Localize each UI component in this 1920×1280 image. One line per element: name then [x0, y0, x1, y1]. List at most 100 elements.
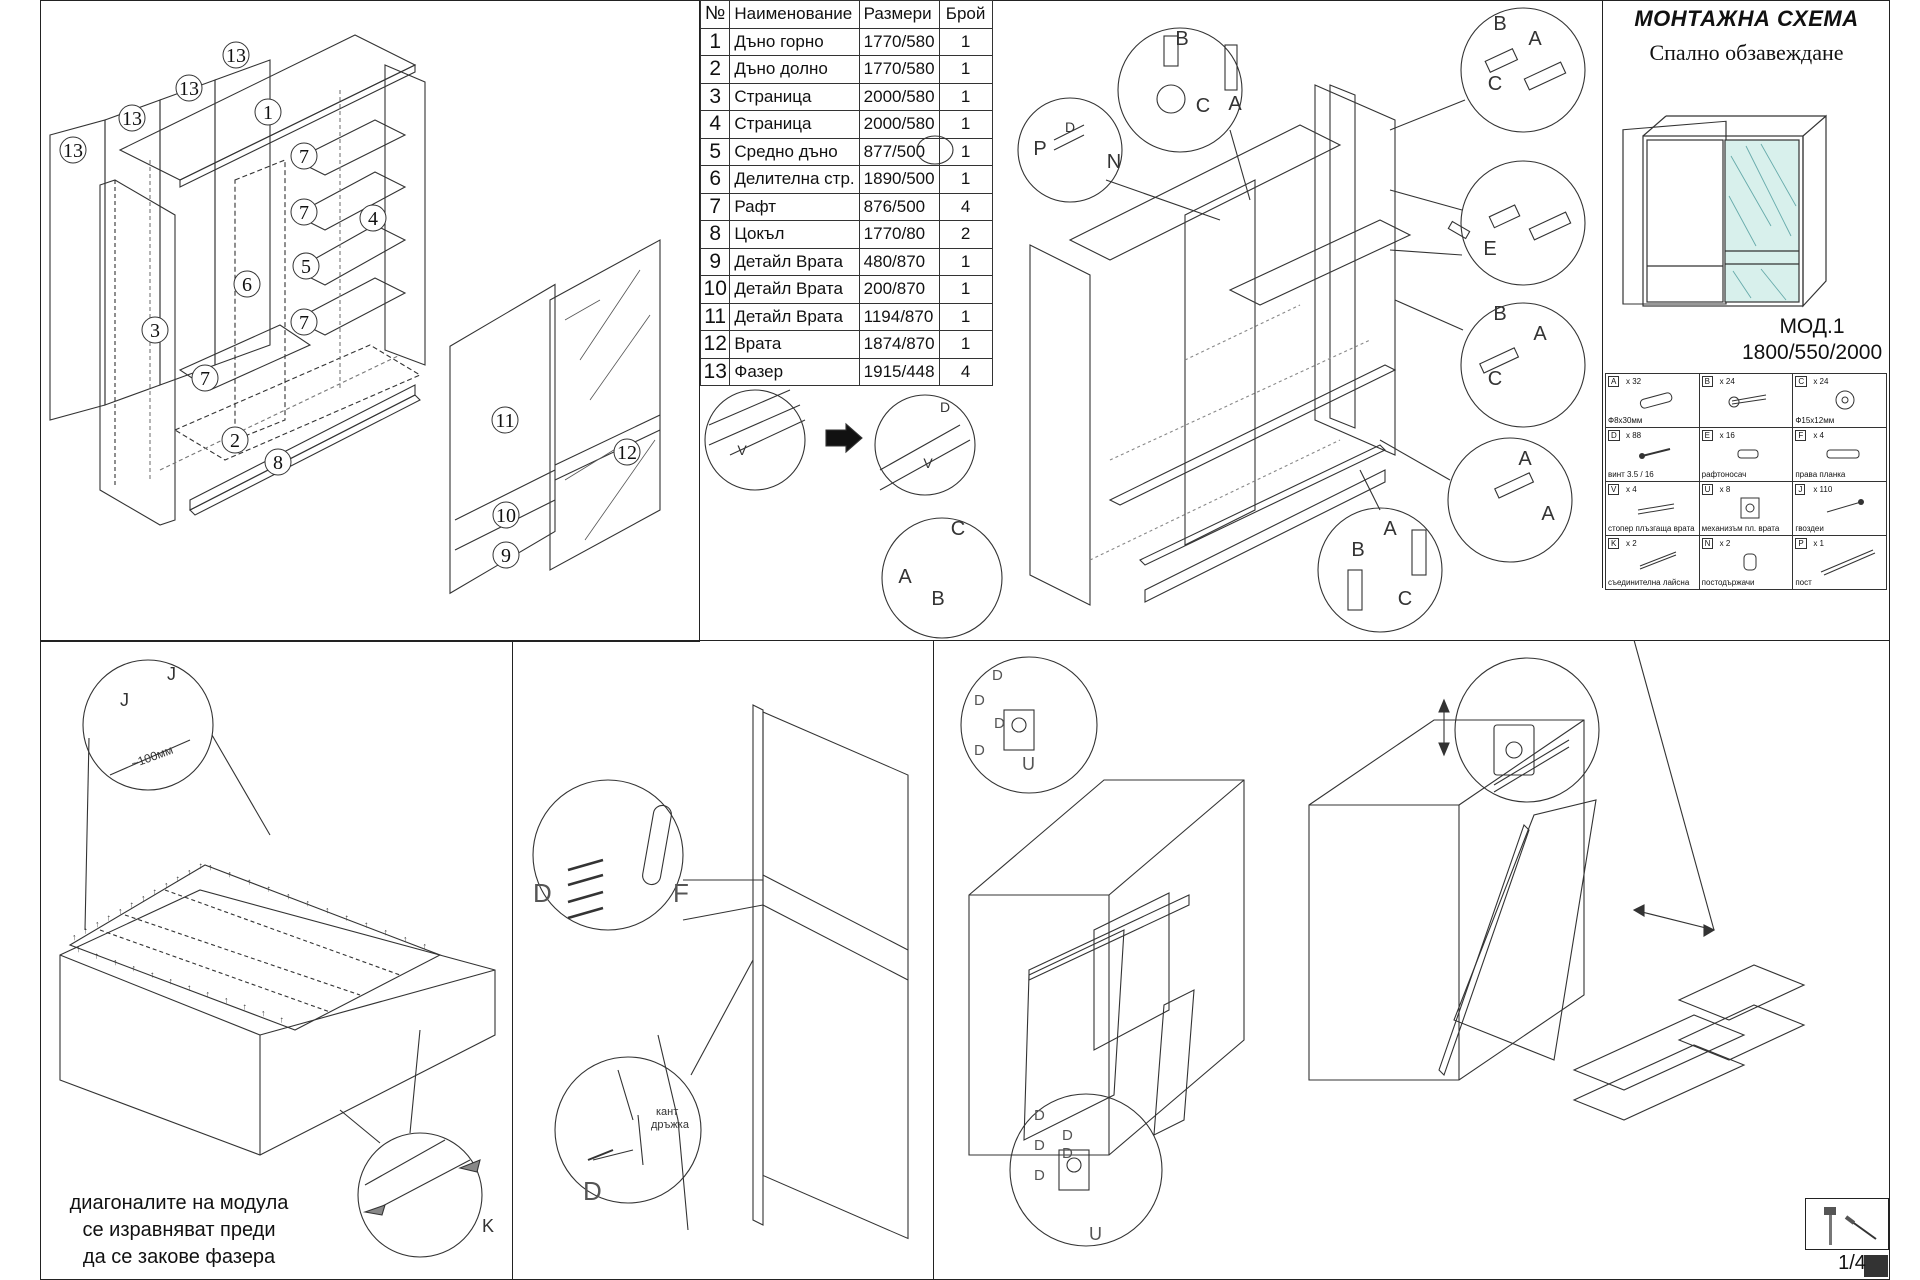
letter-j-left: J: [120, 690, 129, 710]
nail-mark: ↑: [113, 957, 118, 967]
letter-j-right: J: [167, 664, 176, 684]
label-1: 1: [254, 98, 282, 126]
svg-text:·: ·: [48, 640, 51, 643]
svg-text:9: 9: [501, 545, 511, 567]
svg-text:7: 7: [299, 202, 309, 224]
nail-mark: ↑: [280, 1014, 285, 1024]
letter-c-bl: C: [951, 518, 965, 540]
nail-mark: ↑: [176, 874, 181, 884]
letter-b-top: B: [1175, 28, 1188, 50]
exploded-carcass-view: 13 13 13 13 1 7 4 7 5 6 7 3 7 2 8 11 10 …: [49, 34, 661, 595]
letter-e: E: [1483, 238, 1496, 260]
nail-mark: ↑: [72, 932, 77, 942]
label-13d: 13: [222, 41, 250, 69]
svg-text:1: 1: [263, 102, 273, 124]
nail-mark: ↑: [306, 898, 311, 908]
diagonal-instruction: диагоналите на модула се изравняват пред…: [69, 1192, 289, 1268]
nail-mark: ↑: [164, 880, 169, 890]
label-8: 8: [264, 448, 292, 476]
label-3: 3: [141, 316, 169, 344]
letter-c-r4: C: [1398, 588, 1412, 610]
letter-d-b2: D: [1062, 1127, 1073, 1144]
nail-mark: ↑: [345, 912, 350, 922]
nail-mark: ↑: [76, 944, 81, 954]
post-holder-icon: [1743, 553, 1757, 571]
letter-a-r3b: A: [1541, 503, 1555, 525]
screw-icon: [1639, 448, 1671, 459]
label-13a: 13: [59, 136, 87, 164]
nail-mark: ↑: [267, 884, 272, 894]
parts-table-header: № Наименование Размери Брой: [699, 0, 993, 29]
letter-b-r4: B: [1351, 539, 1364, 561]
nail-mark: ↑: [228, 869, 233, 879]
svg-text:2: 2: [230, 430, 240, 452]
cam-lock-icon: [1835, 390, 1855, 410]
letter-d-rail: D: [940, 399, 950, 415]
nail-mark: ↑: [95, 950, 100, 960]
exploded-view-panel: [40, 0, 700, 642]
letter-c-top: C: [1196, 95, 1210, 117]
nail-mark: ↑: [364, 920, 369, 930]
nail-icon: [1827, 499, 1865, 513]
nail-mark: ↑: [150, 970, 155, 980]
svg-text:3: 3: [150, 320, 160, 342]
door-stopper-icon: [1637, 503, 1675, 515]
svg-text:7: 7: [299, 146, 309, 168]
nail-mark: ↑: [118, 906, 123, 916]
label-12: 12: [613, 438, 641, 466]
svg-text:13: 13: [122, 108, 142, 130]
letter-c-r2: C: [1488, 368, 1502, 390]
nail-mark: ↑: [243, 1002, 248, 1012]
post-rod-icon: [1821, 549, 1876, 576]
svg-text:5: 5: [301, 256, 311, 278]
label-7-lower: 7: [191, 364, 219, 392]
model-info: МОД.1 1800/550/2000: [1742, 314, 1882, 366]
nail-mark: ↑: [403, 934, 408, 944]
nail-spacing-label: ~100мм: [129, 743, 175, 771]
cam-bolt-icon: [1728, 394, 1766, 408]
letter-a-r3: A: [1518, 448, 1532, 470]
label-7-third: 7: [290, 308, 318, 336]
header-qty: Брой: [938, 0, 993, 29]
svg-text:13: 13: [179, 78, 199, 100]
nail-mark: ↑: [384, 927, 389, 937]
back-panel-nailing-drawing: · J J ~100мм K ↑↑↑↑↑↑↑↑↑↑↑↑↑↑↑↑↑↑↑↑↑↑↑↑↑…: [48, 640, 496, 1258]
svg-text:7: 7: [299, 312, 309, 334]
nail-mark: ↑: [187, 867, 192, 877]
letter-u-bottom: U: [1089, 1224, 1102, 1244]
roller-mechanism-icon: [1740, 497, 1760, 519]
nail-mark: ↑: [141, 893, 146, 903]
drawing-subtitle: Спално обзавеждане: [1649, 40, 1844, 65]
nail-mark: ↑: [286, 891, 291, 901]
nail-mark: ↑: [224, 995, 229, 1005]
shelf-pin-icon: [1737, 449, 1759, 459]
label-10: 10: [492, 501, 520, 529]
letter-b-r1: B: [1493, 13, 1506, 35]
letter-a-r2: A: [1533, 323, 1547, 345]
flat-plate-icon: [1826, 449, 1860, 459]
dowel-icon: [1639, 392, 1673, 409]
svg-text:8: 8: [273, 452, 283, 474]
letter-a-bl: A: [898, 566, 912, 588]
label-7-top: 7: [290, 142, 318, 170]
letter-d-u4: D: [974, 742, 985, 759]
letter-d-b4: D: [1062, 1145, 1073, 1162]
nail-mark: ↑: [107, 913, 112, 923]
nail-mark: ↑: [187, 982, 192, 992]
svg-text:12: 12: [617, 442, 637, 464]
letter-d-u1: D: [992, 667, 1003, 684]
joining-strip-icon: [1639, 551, 1677, 570]
nail-mark: ↑: [261, 1008, 266, 1018]
